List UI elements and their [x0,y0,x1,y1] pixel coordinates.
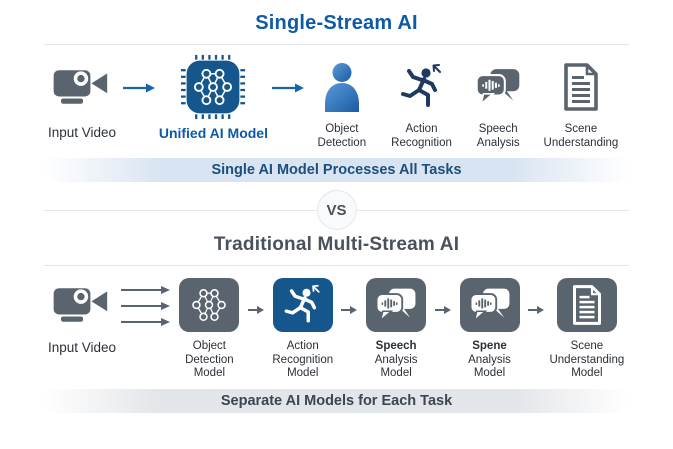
model-label: Scene Understanding Model [549,340,625,379]
model-speech-analysis: Speech Analysis Model [358,278,434,381]
triple-arrows-icon [120,283,171,334]
speech-bubbles-icon [366,278,427,332]
flow-arrow-icon [272,81,305,99]
document-icon [556,278,617,332]
flow-arrow-icon [122,81,155,99]
input-video-block: Input Video [44,57,120,140]
task-scene-understanding: Scene Understanding [533,57,629,150]
input-video-block: Input Video [44,278,120,355]
task-speech-analysis: Speech Analysis [466,57,530,150]
task-label: Scene Understanding [543,123,619,149]
vs-badge: VS [316,190,357,230]
model-scene-understanding: Scene Understanding Model [545,278,629,381]
runner-icon [272,278,333,332]
single-stream-banner: Single AI Model Processes All Tasks [44,158,629,182]
video-camera-icon [51,278,113,332]
flow-arrow-icon [248,302,265,320]
vs-divider: VS [44,188,629,232]
neural-network-icon [179,278,240,332]
multi-stream-flow-row: Input Video [44,278,629,381]
ai-chip-icon [180,54,246,120]
speech-bubbles-icon [459,278,520,332]
multi-stream-title: Traditional Multi-Stream AI [213,234,460,255]
task-object-detection: Object Detection [307,57,377,150]
flow-arrow-icon [341,302,358,320]
task-label: Object Detection [317,123,367,149]
model-label: Spene Analysis Model [468,340,511,379]
flow-arrow-icon [434,302,451,320]
top-divider [44,44,629,45]
model-label: Speech Analysis Model [374,340,418,379]
single-stream-title: Single-Stream AI [255,12,418,34]
input-video-label: Input Video [47,340,117,355]
video-camera-icon [51,57,113,117]
unified-ai-model-block: Unified AI Model [157,54,269,141]
model-label: Object Detection Model [185,340,234,379]
unified-ai-model-label: Unified AI Model [158,125,268,141]
task-action-recognition: Action Recognition [380,57,464,150]
model-label: Action Recognition Model [272,340,334,379]
task-label: Speech Analysis [476,123,520,149]
flow-arrow-icon [528,302,545,320]
model-action-recognition: Action Recognition Model [265,278,341,381]
task-label: Action Recognition [391,123,452,149]
document-icon [562,57,600,117]
single-stream-flow-row: Input Video [44,54,629,150]
input-video-label: Input Video [47,125,117,140]
speech-bubbles-icon [475,57,521,117]
person-icon [320,57,364,117]
runner-icon [400,57,444,117]
bottom-divider [44,265,629,266]
model-spene-analysis: Spene Analysis Model [452,278,528,381]
multi-stream-banner: Separate AI Models for Each Task [44,388,629,413]
model-object-detection: Object Detection Model [171,278,247,381]
